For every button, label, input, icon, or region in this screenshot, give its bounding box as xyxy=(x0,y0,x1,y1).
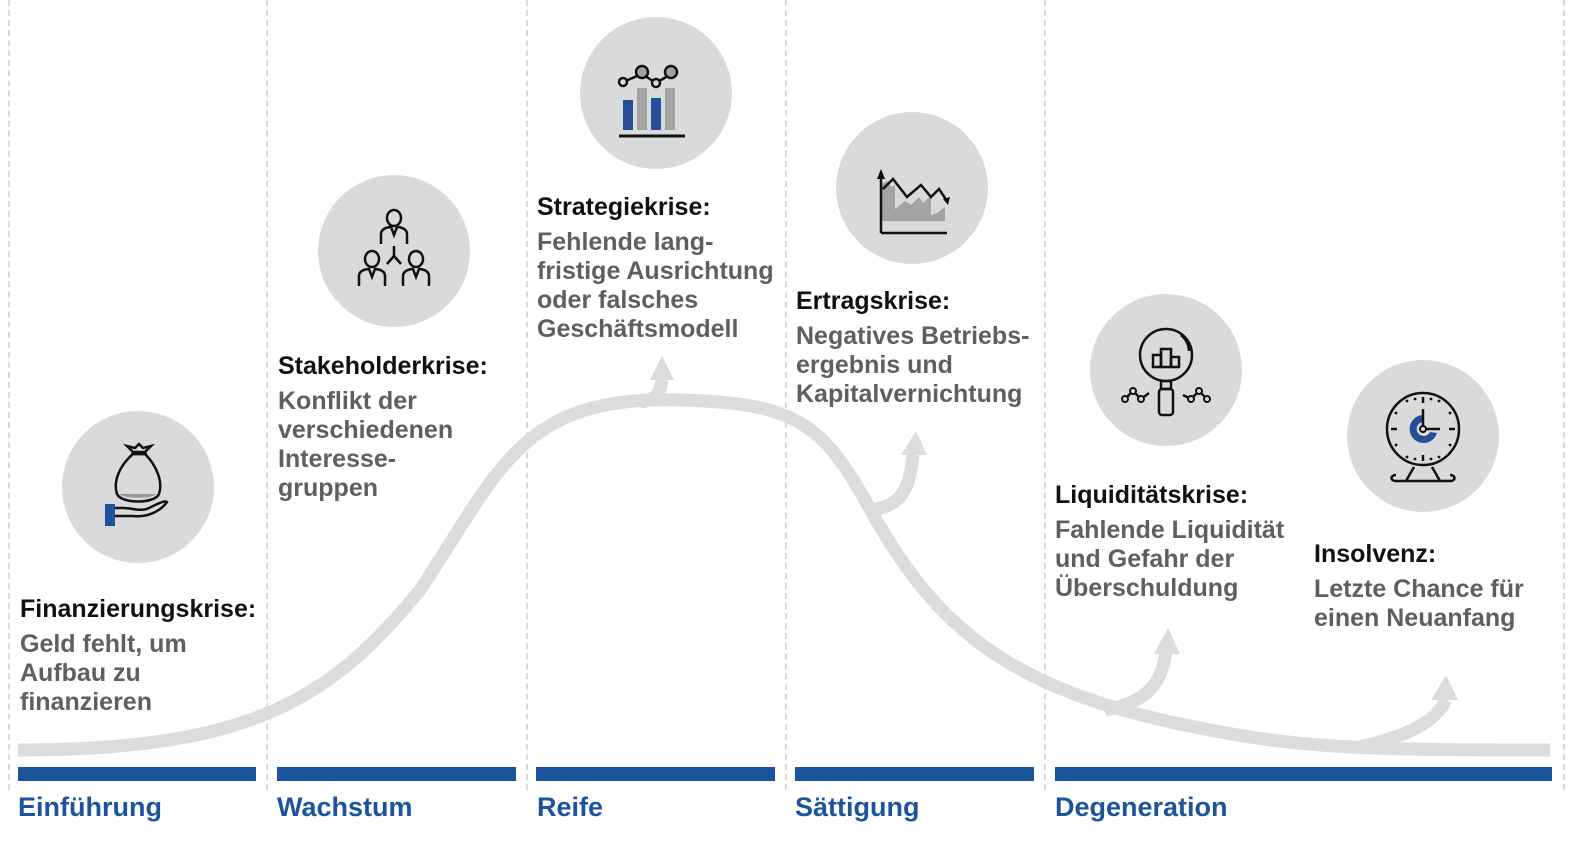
branch-insolvenz xyxy=(1358,696,1452,754)
phase-divider xyxy=(785,0,787,790)
phase-bar-saettigung xyxy=(795,767,1034,781)
icon-circle-finanzierung xyxy=(62,411,214,563)
crisis-description: Geld fehlt, um Aufbau zu finanzieren xyxy=(20,630,187,716)
arrowhead-liquiditaet xyxy=(1154,628,1180,654)
crisis-description: Fehlende lang- fristige Ausrichtung oder… xyxy=(537,228,774,343)
phase-bar-wachstum xyxy=(277,767,516,781)
money-bag-hand-icon xyxy=(105,442,169,526)
icon-circle-ertrag xyxy=(836,112,988,264)
phase-label-saettigung: Sättigung xyxy=(795,792,920,822)
crisis-stakeholder: Stakeholderkrise: Konflikt der verschied… xyxy=(278,351,488,503)
phase-divider xyxy=(526,0,528,790)
crisis-finanzierung: Finanzierungskrise: Geld fehlt, um Aufba… xyxy=(20,594,256,717)
icon-circle-strategie xyxy=(580,17,732,169)
arrowhead-strategy xyxy=(650,356,674,380)
crisis-strategie: Strategiekrise: Fehlende lang- fristige … xyxy=(537,192,774,344)
phase-label-degeneration: Degeneration xyxy=(1055,792,1228,822)
arrowhead-ertrag xyxy=(901,431,927,455)
icon-circle-stakeholder xyxy=(318,175,470,327)
crisis-description: Konflikt der verschiedenen Interesse- gr… xyxy=(278,387,454,502)
branch-ertrag xyxy=(867,454,920,517)
crisis-liquiditaet: Liquiditätskrise: Fahlende Liquidität un… xyxy=(1055,480,1284,603)
crisis-title: Finanzierungskrise: xyxy=(20,595,257,623)
phase-bar-reife xyxy=(536,767,775,781)
arrowhead-insolvenz xyxy=(1431,675,1458,700)
phase-divider xyxy=(1044,0,1046,790)
crisis-title: Strategiekrise: xyxy=(537,193,711,221)
crisis-description: Letzte Chance für einen Neuanfang xyxy=(1314,575,1524,632)
crisis-ertrag: Ertragskrise: Negatives Betriebs- ergebn… xyxy=(796,286,1029,409)
phase-divider xyxy=(266,0,268,790)
stakeholder-group-icon xyxy=(357,208,431,286)
icon-circle-liquiditaet xyxy=(1090,294,1242,446)
phase-label-reife: Reife xyxy=(537,792,604,822)
phase-label-einfuehrung: Einführung xyxy=(18,792,162,822)
icon-circle-insolvenz xyxy=(1347,360,1499,512)
crisis-title: Stakeholderkrise: xyxy=(278,352,488,380)
main-curve xyxy=(17,393,1551,757)
crisis-description: Negatives Betriebs- ergebnis und Kapital… xyxy=(796,322,1030,408)
phase-divider xyxy=(1563,0,1565,790)
branch-strategy xyxy=(638,378,669,409)
phase-bar-degeneration xyxy=(1055,767,1552,781)
branch-liquiditaet xyxy=(1103,649,1173,717)
crisis-title: Ertragskrise: xyxy=(796,287,951,315)
crisis-title: Insolvenz: xyxy=(1314,540,1437,568)
declining-chart-icon xyxy=(877,169,950,235)
bar-line-chart-icon xyxy=(617,64,685,138)
phase-label-wachstum: Wachstum xyxy=(277,792,413,822)
clock-icon xyxy=(1385,391,1461,483)
phase-bar-einfuehrung xyxy=(18,767,256,781)
crisis-description: Fahlende Liquidität und Gefahr der Übers… xyxy=(1055,516,1285,602)
magnifier-analysis-icon xyxy=(1121,327,1211,417)
phase-divider xyxy=(8,0,10,790)
crisis-title: Liquiditätskrise: xyxy=(1055,481,1249,509)
crisis-insolvenz: Insolvenz: Letzte Chance für einen Neuan… xyxy=(1314,539,1524,633)
